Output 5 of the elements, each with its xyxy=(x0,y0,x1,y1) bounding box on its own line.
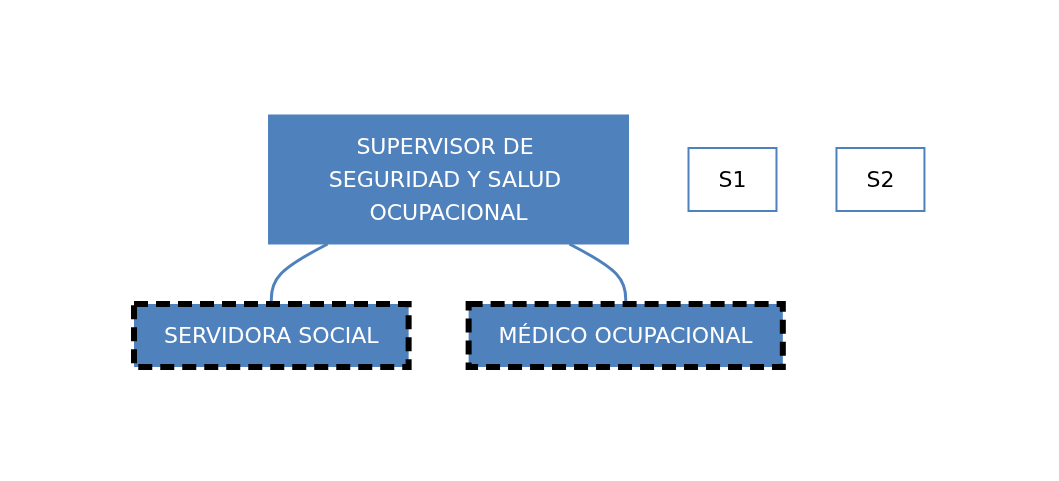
node-box: S2 xyxy=(835,146,926,212)
node-box: MÉDICO OCUPACIONAL xyxy=(465,300,787,370)
node-box: SERVIDORA SOCIAL xyxy=(131,300,412,370)
node-box: SUPERVISOR DE SEGURIDAD Y SALUD OCUPACIONAL xyxy=(268,114,630,244)
node-box: S1 xyxy=(687,146,778,212)
